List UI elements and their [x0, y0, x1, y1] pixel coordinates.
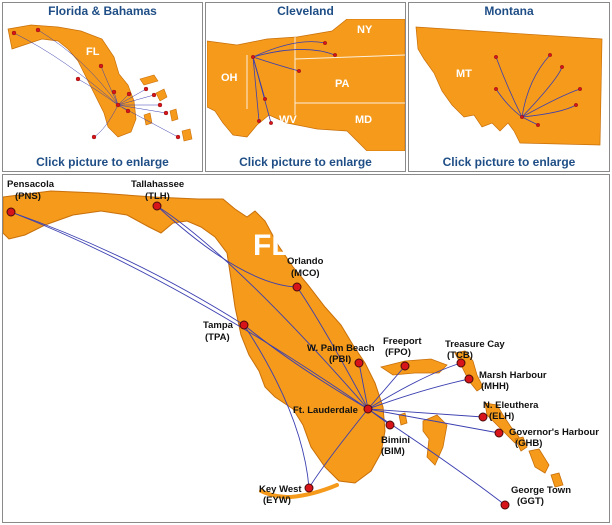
cleveland-enlarge-link[interactable]: Click picture to enlarge: [239, 155, 372, 169]
montana-thumb-land: [415, 26, 603, 146]
route-pns: [10, 211, 369, 410]
cleveland-thumb-md-label: MD: [355, 114, 372, 126]
label-fll-hub: Ft. Lauderdale: [293, 405, 358, 416]
airport-dot-eyw[interactable]: [304, 483, 314, 493]
bahamas-thumb-islands: [139, 74, 193, 142]
montana-thumb-airport-dots: [494, 53, 582, 127]
airport-dot-fll[interactable]: [363, 404, 373, 414]
cleveland-title: Cleveland: [277, 4, 334, 18]
florida-thumb-land: [7, 24, 137, 138]
airport-dot-bim[interactable]: [385, 420, 395, 430]
label-fpo-code: (FPO): [385, 347, 411, 358]
airport-dot-ggt[interactable]: [500, 500, 510, 510]
florida-bahamas-panel: Florida & Bahamas FL Click picture to en…: [2, 2, 203, 172]
main-route-lines: [10, 205, 506, 506]
airport-dot-tlh[interactable]: [152, 201, 162, 211]
label-bim-name: Bimini: [381, 435, 410, 446]
route-pbi: [358, 362, 369, 410]
montana-title: Montana: [484, 4, 534, 18]
label-ghb-name: Governor's Harbour: [509, 427, 599, 438]
cleveland-thumb-land: [207, 19, 405, 151]
label-fpo-name: Freeport: [383, 336, 422, 347]
route-mhh: [367, 378, 470, 410]
label-bim-code: (BIM): [381, 446, 405, 457]
route-tlh-mco: [156, 205, 298, 288]
cleveland-thumb-wv-label: WV: [279, 114, 297, 126]
label-mhh-name: Marsh Harbour: [479, 370, 547, 381]
route-ghb: [367, 408, 500, 434]
label-pns-name: Pensacola: [7, 179, 55, 190]
route-pns-tpa: [10, 211, 245, 326]
label-ggt-name: George Town: [511, 485, 571, 496]
airport-labels: Pensacola (PNS) Tallahassee (TLH) Orland…: [7, 179, 599, 507]
florida-land: [3, 190, 386, 484]
label-tlh-code: (TLH): [145, 191, 170, 202]
airport-dot-ghb[interactable]: [494, 428, 504, 438]
airport-dot-pbi[interactable]: [354, 358, 364, 368]
florida-bahamas-title: Florida & Bahamas: [48, 4, 157, 18]
florida-bahamas-enlarge-link[interactable]: Click picture to enlarge: [36, 155, 169, 169]
label-mhh-code: (MHH): [481, 381, 509, 392]
airport-dot-tcb[interactable]: [456, 358, 466, 368]
montana-panel: Montana MT Click picture to enlarge: [408, 2, 610, 172]
label-elh-code: (ELH): [489, 411, 514, 422]
label-tpa-code: (TPA): [205, 332, 230, 343]
airport-dot-pns[interactable]: [6, 207, 16, 217]
route-tpa-eyw: [243, 324, 310, 489]
route-mco: [296, 286, 369, 410]
cleveland-thumb-oh-label: OH: [221, 72, 238, 84]
airport-dot-mco[interactable]: [292, 282, 302, 292]
montana-thumbnail[interactable]: MT: [412, 19, 608, 151]
label-eyw-code: (EYW): [263, 495, 291, 506]
label-pbi-code: (PBI): [329, 354, 351, 365]
florida-keys: [259, 483, 339, 500]
label-ggt-code: (GGT): [517, 496, 544, 507]
cleveland-thumbnail[interactable]: NY OH PA WV MD: [207, 19, 405, 151]
airport-dot-elh[interactable]: [478, 412, 488, 422]
label-elh-name: N. Eleuthera: [483, 400, 539, 411]
label-pns-code: (PNS): [15, 191, 41, 202]
route-fpo: [367, 365, 406, 410]
airport-dot-tpa[interactable]: [239, 320, 249, 330]
cleveland-thumb-routes: [252, 41, 336, 124]
label-mco-code: (MCO): [291, 268, 320, 279]
florida-thumb-state-label: FL: [86, 46, 100, 58]
florida-thumb-airport-dots: [11, 27, 181, 140]
label-mco-name: Orlando: [287, 256, 324, 267]
label-pbi-name: W. Palm Beach: [307, 343, 375, 354]
route-tpa: [243, 324, 369, 410]
airport-dot-fpo[interactable]: [400, 361, 410, 371]
florida-bahamas-thumbnail[interactable]: FL: [6, 19, 201, 151]
route-tlh: [156, 205, 369, 410]
cleveland-thumb-airport-dots: [251, 41, 337, 125]
label-tpa-name: Tampa: [203, 320, 234, 331]
cleveland-thumb-pa-label: PA: [335, 78, 350, 90]
montana-thumb-routes: [495, 54, 581, 126]
montana-thumb-state-label: MT: [456, 68, 472, 80]
cleveland-thumb-ny-label: NY: [357, 24, 373, 36]
label-tlh-name: Tallahassee: [131, 179, 184, 190]
florida-route-map: FL: [3, 179, 599, 510]
route-elh: [367, 408, 484, 418]
route-eyw: [308, 408, 369, 489]
label-tcb-code: (TCB): [447, 350, 473, 361]
montana-enlarge-link[interactable]: Click picture to enlarge: [442, 155, 576, 169]
label-tcb-name: Treasure Cay: [445, 339, 505, 350]
label-eyw-name: Key West: [259, 484, 302, 495]
route-tcb: [367, 362, 462, 410]
main-map-panel: FL: [2, 174, 610, 523]
airport-dots: [6, 201, 510, 510]
airport-dot-mhh[interactable]: [464, 374, 474, 384]
cleveland-panel: Cleveland NY OH PA WV MD Click picture t…: [205, 2, 406, 172]
main-map-state-label: FL: [253, 229, 290, 262]
label-ghb-code: (GHB): [515, 438, 542, 449]
